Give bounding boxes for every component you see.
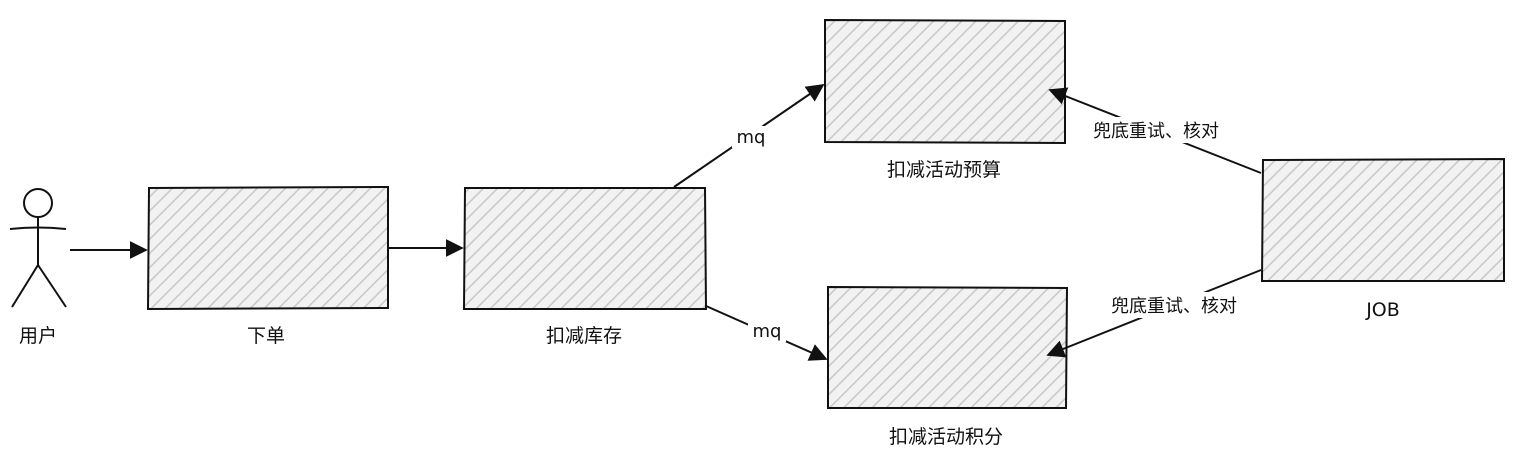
node-deduct-budget-label: 扣减活动预算 (887, 159, 1001, 181)
node-deduct-budget: 扣减活动预算 (824, 18, 1066, 181)
node-job: JOB (1260, 157, 1505, 321)
edge-label-job-budget: 兜底重试、核对 (1093, 121, 1219, 142)
node-deduct-points: 扣减活动积分 (827, 285, 1069, 448)
node-deduct-points-label: 扣减活动积分 (889, 426, 1003, 448)
node-place-order-label: 下单 (247, 325, 285, 347)
user-actor-icon (9, 188, 67, 308)
node-place-order: 下单 (146, 185, 389, 347)
node-deduct-stock-label: 扣减库存 (546, 325, 622, 347)
edge-label-mq-budget: mq (737, 127, 766, 148)
edge-label-mq-points: mq (753, 321, 782, 342)
actor-label: 用户 (19, 325, 57, 347)
node-job-label: JOB (1365, 299, 1400, 321)
edge-label-job-points: 兜底重试、核对 (1111, 296, 1237, 317)
node-deduct-stock: 扣减库存 (462, 187, 708, 347)
